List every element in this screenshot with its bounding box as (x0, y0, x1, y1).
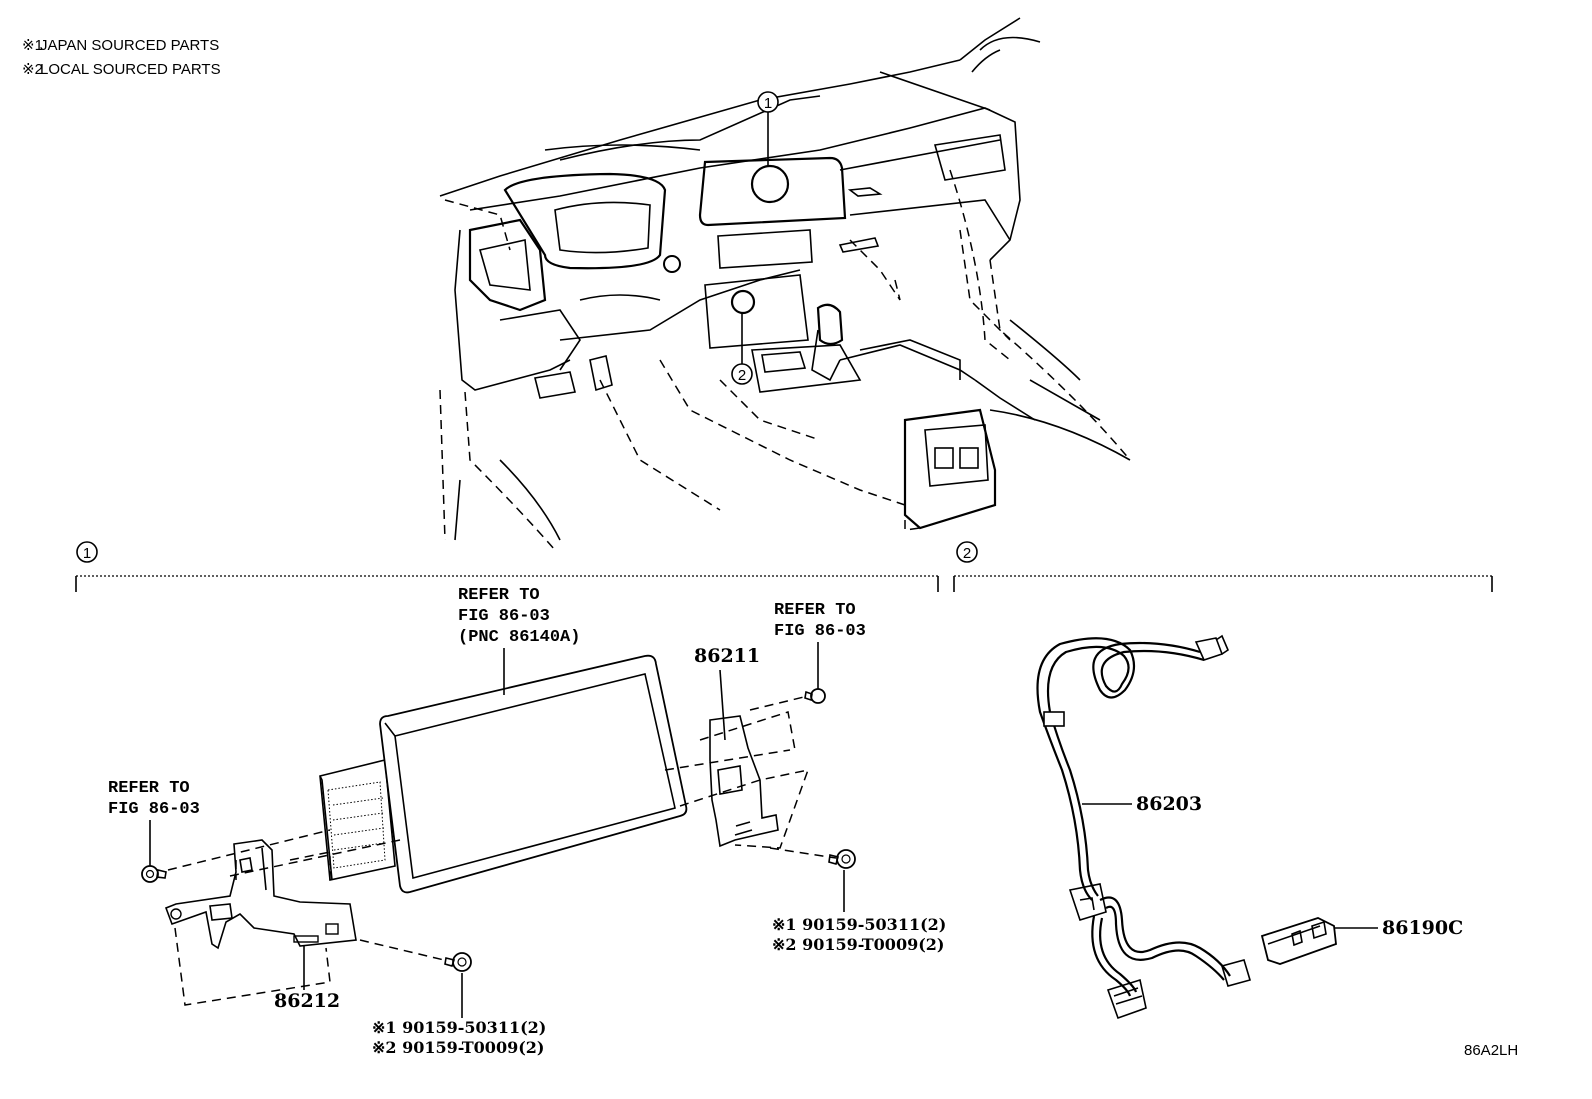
legend-local-mark: ※2 (22, 61, 43, 78)
module-86190c-drawing (1260, 917, 1337, 965)
section-2-header: 2 (953, 541, 1493, 592)
bolt-bottom-codes: ※1 90159-50311(2) ※2 90159-T0009(2) (372, 1018, 546, 1057)
legend-japan-text: JAPAN SOURCED PARTS (40, 37, 219, 54)
section-1-callout-label: 1 (83, 545, 91, 562)
callout-2-top: 2 (731, 313, 753, 385)
refer-display: REFER TO FIG 86-03 (PNC 86140A) (458, 586, 580, 695)
part-86190c-label: 86190C (1382, 917, 1463, 939)
screw-bottom (444, 952, 472, 1018)
bracket-86211-drawing (664, 695, 837, 859)
section-1-header: 1 (75, 541, 939, 592)
legend-japan-mark: ※1 (22, 37, 43, 54)
bolt-right-line1: ※1 90159-50311(2) (772, 915, 946, 934)
bolt-right-codes: ※1 90159-50311(2) ※2 90159-T0009(2) (772, 915, 946, 954)
bolt-bottom-line1: ※1 90159-50311(2) (372, 1018, 546, 1037)
legend: ※1 JAPAN SOURCED PARTS ※2 LOCAL SOURCED … (22, 37, 221, 78)
harness-86203-drawing (1036, 634, 1252, 1020)
rear-vent-grille (327, 781, 386, 869)
callout-1-top-label: 1 (764, 95, 772, 112)
part-86211-label: 86211 (694, 645, 760, 667)
refer-left-line1: REFER TO (108, 779, 190, 798)
refer-right: REFER TO FIG 86-03 (774, 601, 866, 690)
refer-left: REFER TO FIG 86-03 (108, 779, 200, 866)
part-86212-label: 86212 (274, 990, 340, 1012)
figure-code: 86A2LH (1464, 1042, 1518, 1059)
dashboard-overview-drawing (439, 17, 1131, 551)
part-86203-label: 86203 (1136, 793, 1202, 815)
refer-right-line2: FIG 86-03 (774, 622, 866, 641)
bolt-right-line2: ※2 90159-T0009(2) (772, 935, 944, 954)
callout-2-top-label: 2 (738, 367, 746, 384)
screw-left (141, 865, 167, 883)
refer-right-line1: REFER TO (774, 601, 856, 620)
refer-display-line2: FIG 86-03 (458, 607, 550, 626)
section-2-callout-label: 2 (963, 545, 971, 562)
screw-top-right (804, 688, 826, 704)
refer-display-line3: (PNC 86140A) (458, 628, 580, 647)
bolt-bottom-line2: ※2 90159-T0009(2) (372, 1038, 544, 1057)
refer-left-line2: FIG 86-03 (108, 800, 200, 819)
legend-local-text: LOCAL SOURCED PARTS (40, 61, 221, 78)
bracket-86212-drawing (164, 829, 445, 1006)
display-unit-drawing (319, 654, 688, 894)
refer-display-line1: REFER TO (458, 586, 540, 605)
callout-1-top: 1 (757, 91, 779, 166)
screw-right-mid (828, 849, 856, 912)
